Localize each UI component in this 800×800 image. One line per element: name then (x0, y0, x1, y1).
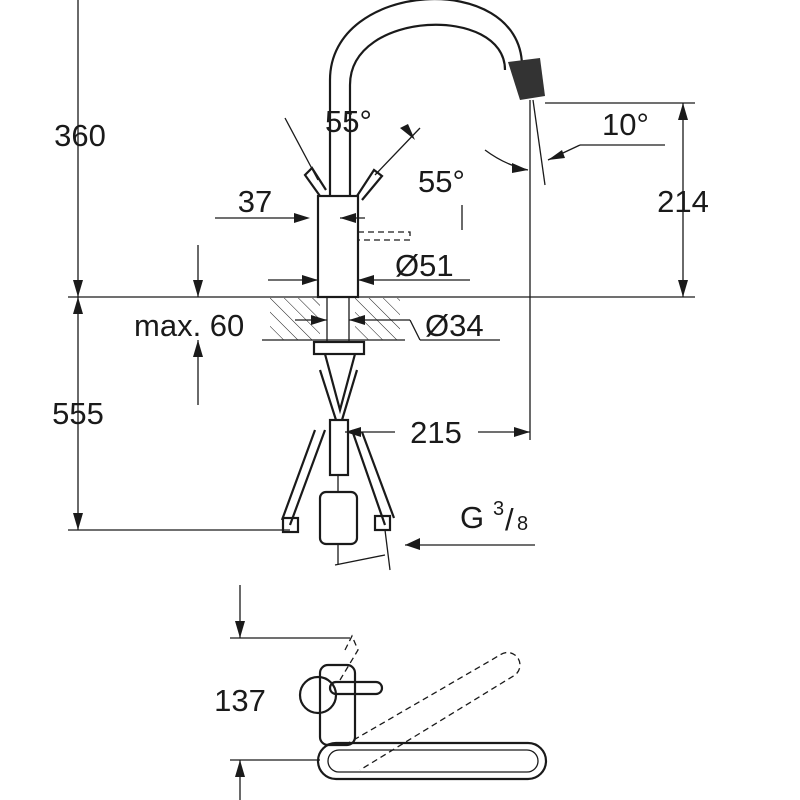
dim-thread-denominator: 8 (517, 513, 528, 535)
dim-max-60: max. 60 (134, 308, 244, 343)
dim-360: 360 (54, 118, 106, 153)
dim-555: 555 (52, 396, 104, 431)
dim-diameter-51: Ø51 (395, 248, 454, 283)
lever-offset-dimension (215, 213, 365, 223)
counter-thickness-dimension (193, 245, 203, 405)
dim-215: 215 (410, 415, 462, 450)
thread-dimension (334, 529, 535, 571)
outlet-height-dimension (529, 100, 695, 440)
faucet-plan-view (230, 585, 548, 800)
body-diameter-dimension (268, 275, 470, 285)
dim-214: 214 (657, 184, 709, 219)
dim-thread-g: G (460, 500, 484, 535)
faucet-elevation (280, 0, 545, 565)
dim-lever-angle-front: 55° (418, 164, 465, 199)
dim-thread-slash: / (505, 502, 514, 537)
left-dimension-line (68, 0, 290, 531)
hole-diameter-dimension (295, 315, 500, 341)
dim-spout-angle: 10° (602, 107, 649, 142)
dim-37: 37 (238, 184, 272, 219)
spout-reach-dimension (345, 427, 530, 437)
lever-angle-annotations (284, 112, 421, 181)
nozzle (508, 58, 545, 100)
spout-angle-annotation (484, 99, 665, 186)
dim-137: 137 (214, 683, 266, 718)
countertop-section (262, 298, 405, 341)
dim-thread-numerator: 3 (493, 498, 504, 520)
dim-diameter-34: Ø34 (425, 308, 484, 343)
dim-lever-angle-back: 55° (325, 104, 372, 139)
